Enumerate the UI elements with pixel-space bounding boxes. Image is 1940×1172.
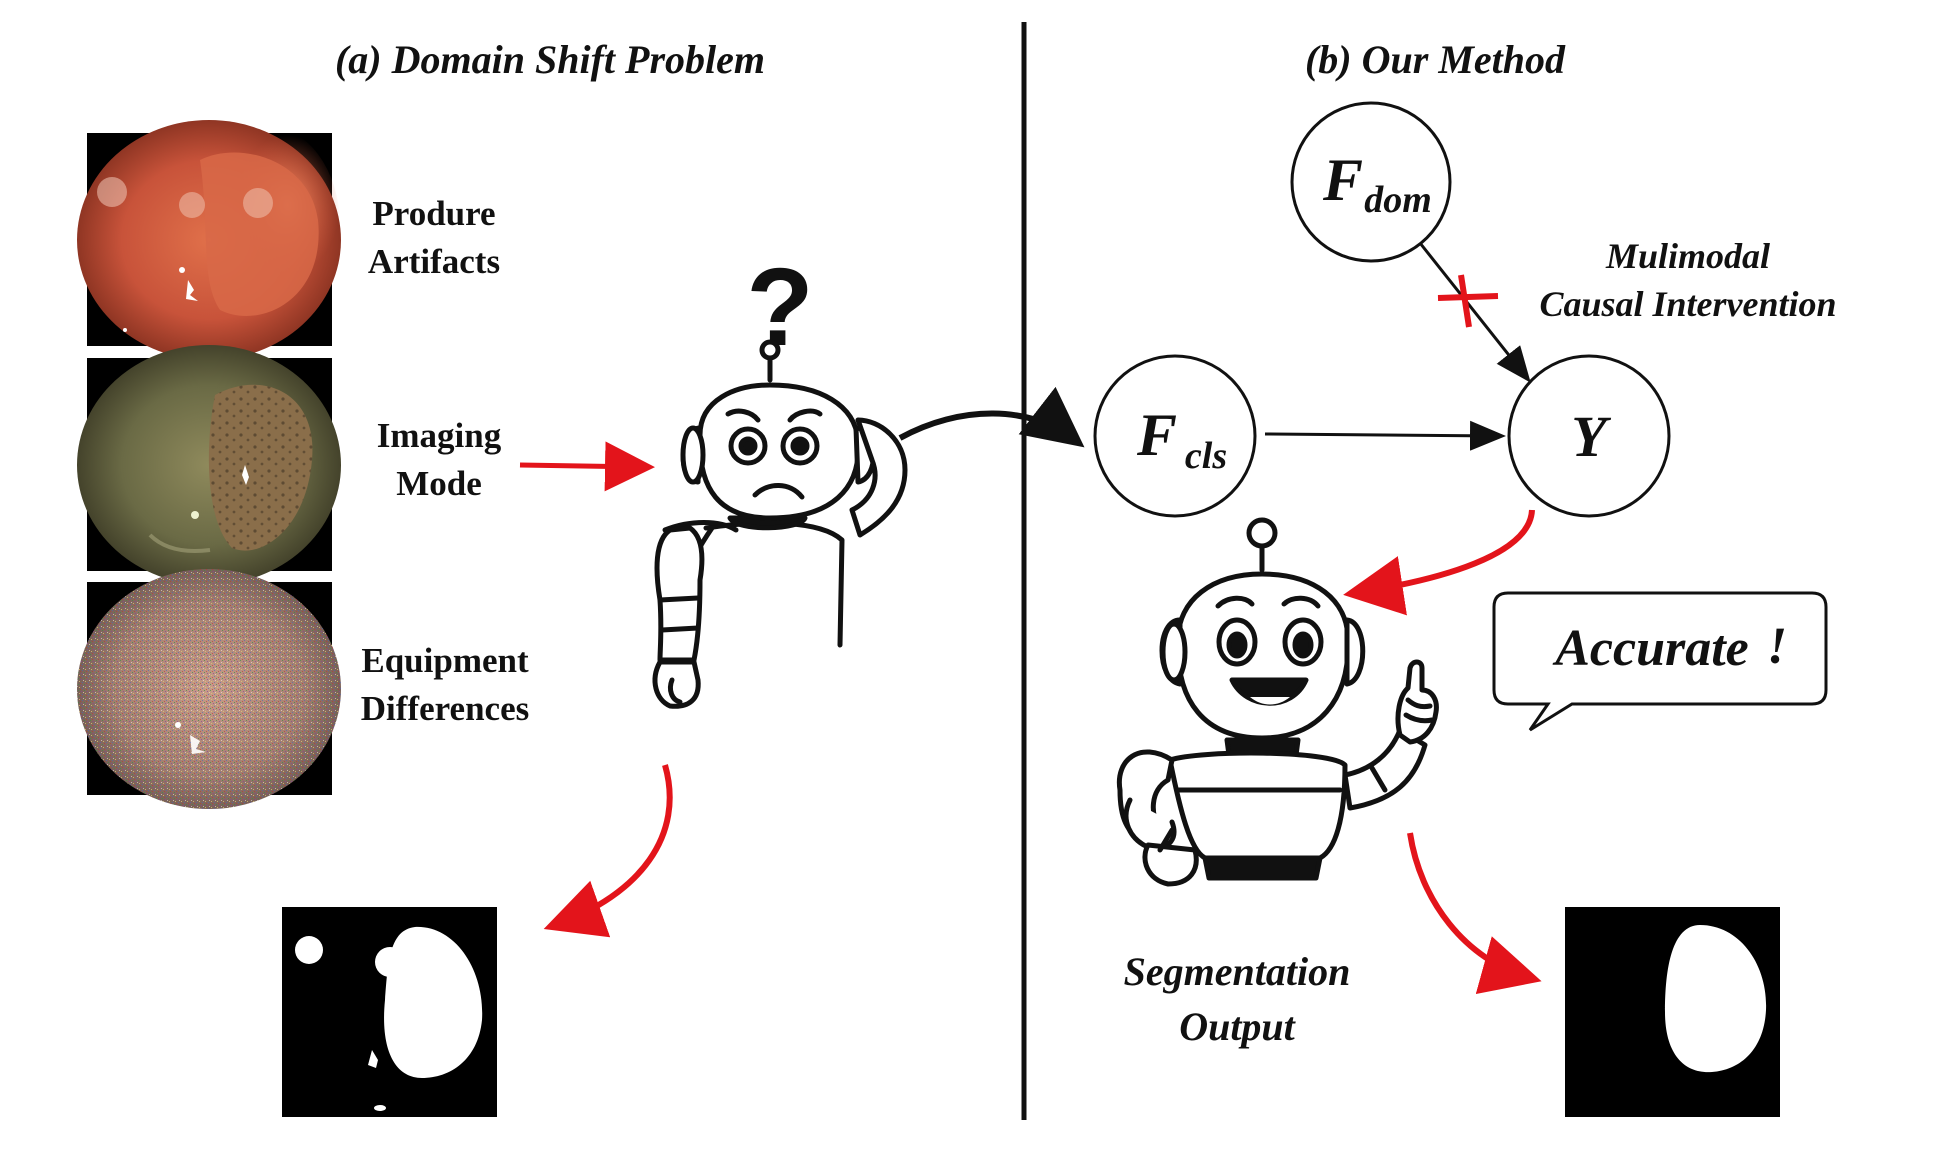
endoscopy-image-imaging-mode — [77, 345, 341, 585]
intervention-label-line1: Mulimodal — [1605, 236, 1770, 276]
label-imaging-line2: Mode — [396, 464, 482, 503]
confused-robot: ? — [652, 246, 908, 709]
intervention-cross-icon — [1437, 274, 1499, 328]
edge-fdom-to-y — [1418, 242, 1531, 383]
y-to-robot-arrow — [1343, 509, 1535, 616]
node-y: Y — [1507, 354, 1671, 518]
node-f-cls: F cls — [1093, 354, 1257, 518]
node-f-cls-sub: cls — [1185, 435, 1227, 477]
endoscopy-image-artifacts — [77, 120, 341, 360]
intervention-label-line2: Causal Intervention — [1539, 284, 1836, 324]
label-equipment-line2: Differences — [361, 689, 529, 728]
node-f-cls-main: F — [1136, 402, 1177, 468]
input-arrow — [519, 441, 655, 492]
node-f-dom-main: F — [1322, 147, 1363, 213]
node-f-dom: F dom — [1290, 101, 1452, 263]
edge-fcls-to-y — [1264, 420, 1506, 451]
node-f-dom-sub: dom — [1364, 179, 1432, 221]
bad-output-arrow — [543, 764, 673, 938]
output-label-line2: Output — [1179, 1004, 1296, 1049]
speech-exclamation: ! — [1767, 618, 1787, 675]
endoscopy-image-equipment — [77, 569, 341, 809]
happy-robot — [1116, 517, 1439, 887]
speech-text: Accurate — [1552, 620, 1749, 677]
output-label-line1: Segmentation — [1124, 949, 1351, 994]
bad-segmentation-mask — [282, 907, 497, 1117]
label-equipment-line1: Equipment — [361, 641, 529, 680]
label-imaging-line1: Imaging — [377, 416, 502, 455]
panel-b-title: (b) Our Method — [1305, 37, 1566, 82]
speech-bubble: Accurate ! — [1492, 591, 1828, 732]
node-y-label: Y — [1571, 404, 1611, 469]
transition-arrow — [898, 386, 1085, 448]
label-artifacts-line1: Produre — [372, 194, 495, 233]
panel-a-title: (a) Domain Shift Problem — [335, 37, 765, 82]
accurate-segmentation-mask — [1565, 907, 1780, 1117]
good-output-arrow — [1407, 832, 1542, 995]
label-artifacts-line2: Artifacts — [368, 242, 500, 281]
